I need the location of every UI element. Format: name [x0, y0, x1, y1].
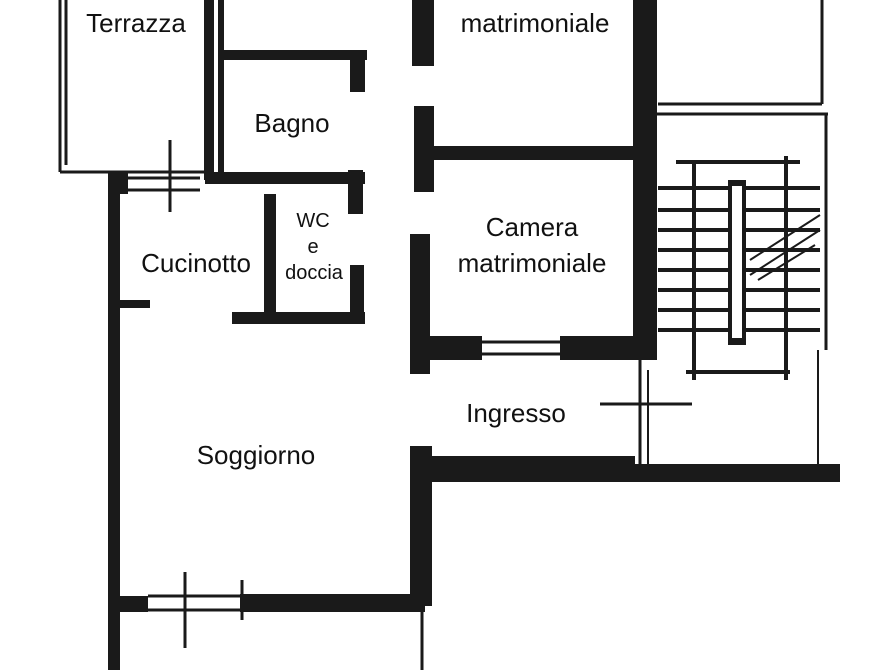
room-label-camera-top: matrimoniale: [460, 8, 610, 38]
room-label-bagno: Bagno: [254, 108, 330, 138]
wc-walls: [232, 194, 365, 324]
room-label-cucinotto: Cucinotto: [141, 248, 251, 278]
left-walls: [108, 140, 200, 670]
soggiorno-walls: [108, 446, 840, 670]
room-label-wc-1: WC: [296, 210, 330, 232]
room-label-ingresso: Ingresso: [466, 398, 566, 428]
room-label-wc-2: e: [307, 236, 319, 258]
room-label-wc-3: doccia: [285, 262, 343, 284]
corridor-walls: [410, 0, 657, 374]
room-label-soggiorno: Soggiorno: [196, 440, 316, 470]
terrazza-outline: [58, 0, 224, 180]
stairwell: [600, 0, 828, 470]
bagno-walls: [205, 50, 367, 214]
room-label-camera-mid-2: matrimoniale: [457, 248, 607, 278]
room-label-terrazza: Terrazza: [86, 8, 186, 38]
room-label-camera-mid-1: Camera: [485, 212, 579, 242]
